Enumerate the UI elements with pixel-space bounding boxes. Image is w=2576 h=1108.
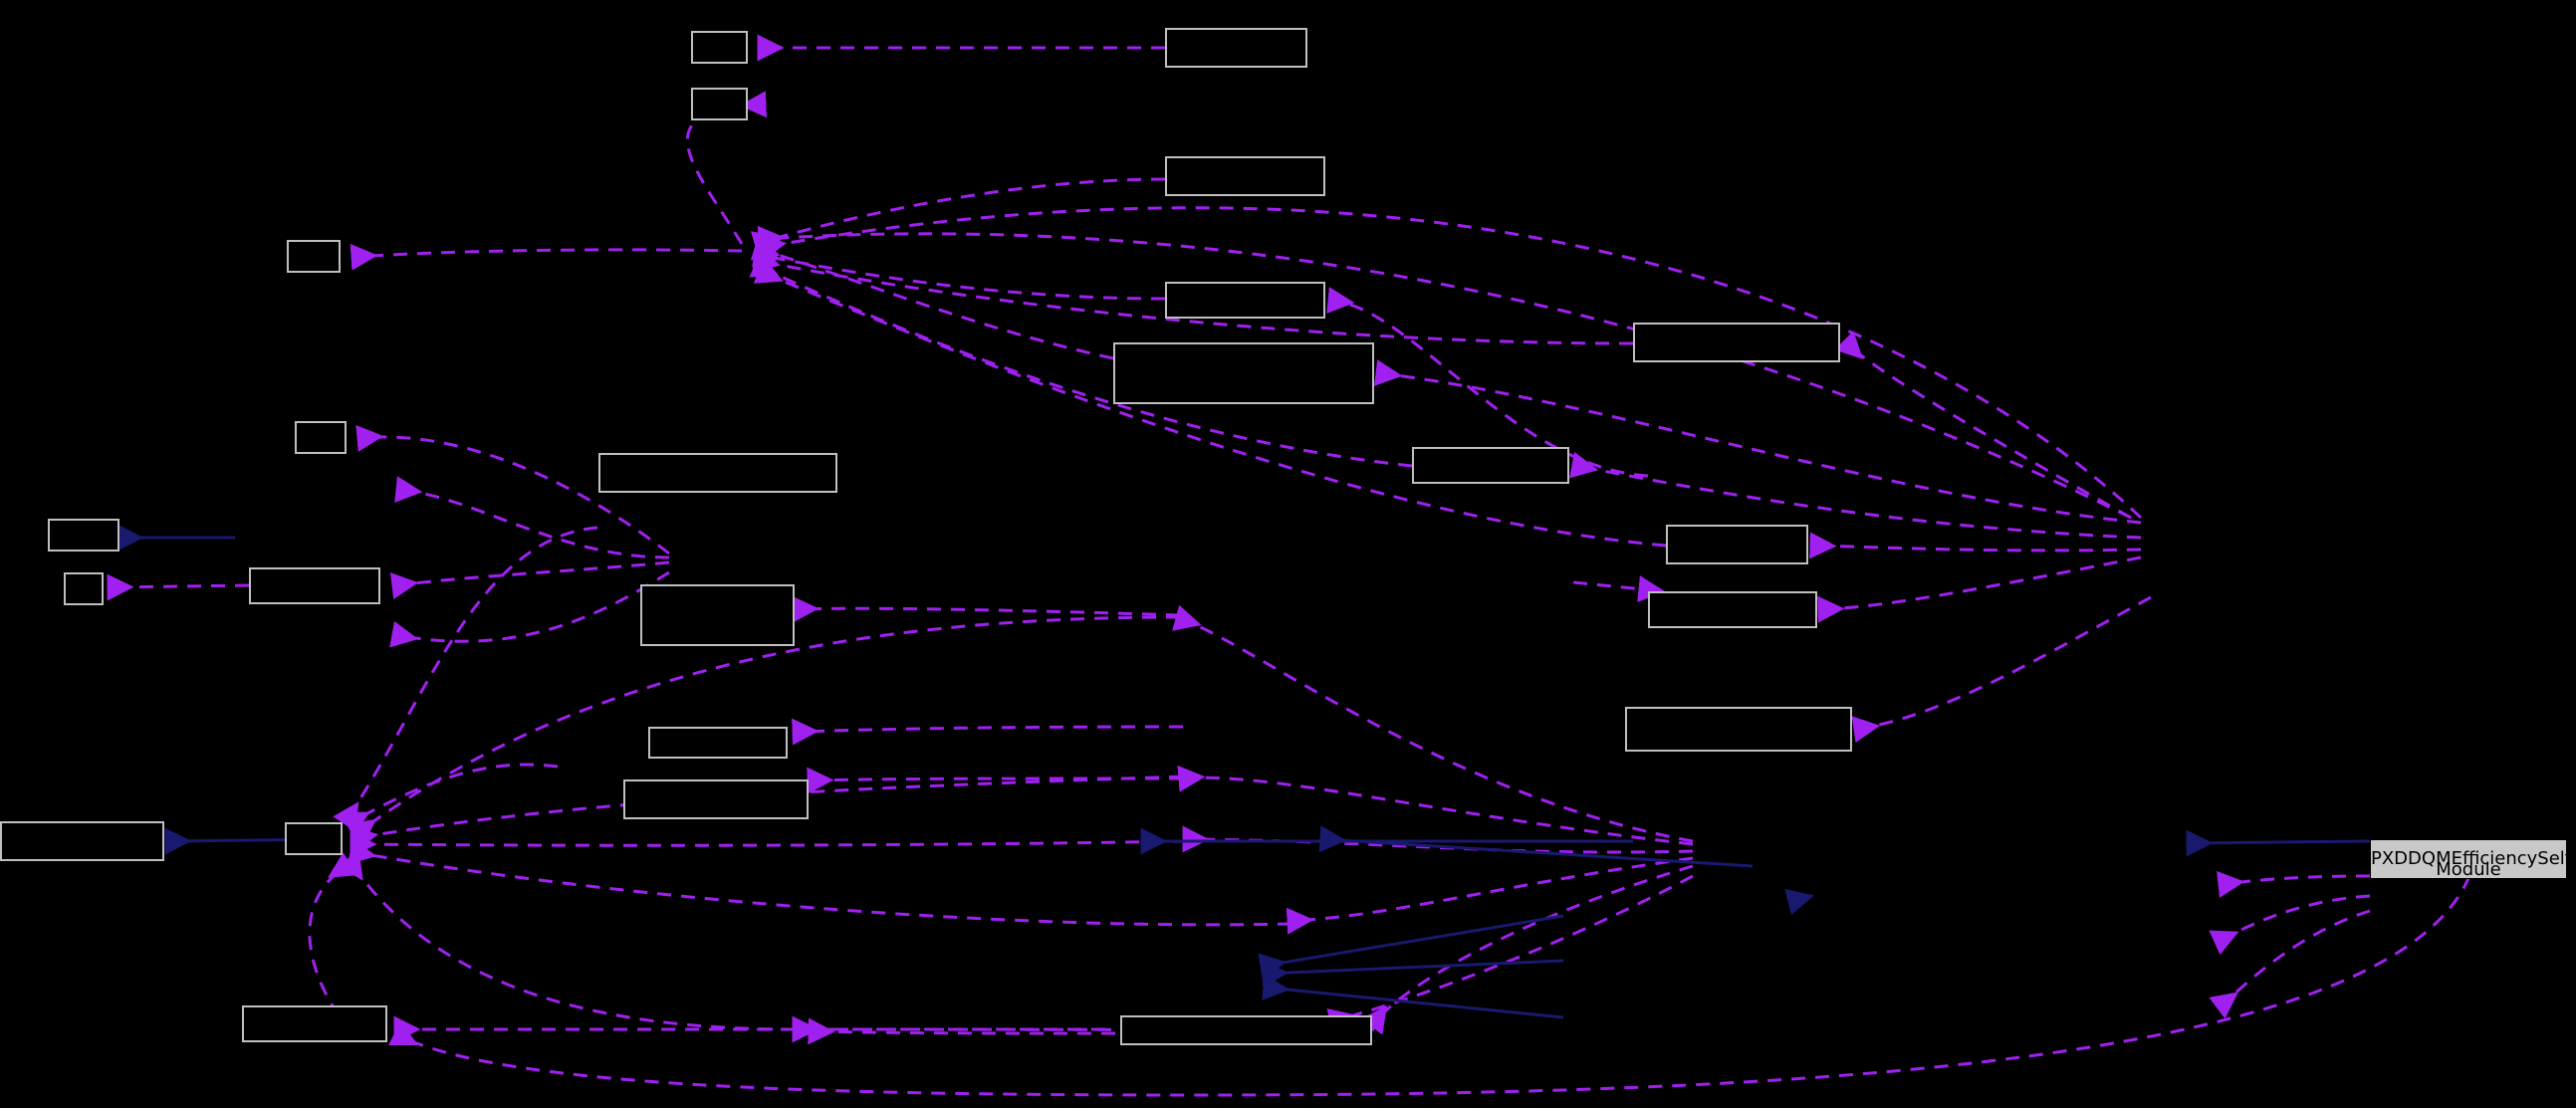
solid-edges: [117, 524, 2371, 1019]
graph-node[interactable]: [691, 88, 748, 120]
graph-node[interactable]: [48, 519, 119, 552]
graph-node[interactable]: [623, 779, 809, 819]
graph-node[interactable]: [1165, 156, 1325, 196]
graph-node[interactable]: [295, 421, 347, 454]
graph-node[interactable]: [1412, 447, 1569, 484]
graph-node[interactable]: [1625, 707, 1852, 752]
graph-node[interactable]: [1120, 1015, 1372, 1045]
graph-node[interactable]: [249, 567, 380, 604]
graph-node[interactable]: [1666, 525, 1808, 564]
graph-node[interactable]: [1113, 342, 1374, 404]
graph-node-target[interactable]: PXDDQMEfficiencySelftrack: [2370, 839, 2576, 879]
graph-node[interactable]: [64, 572, 104, 605]
graph-node[interactable]: [640, 584, 795, 646]
dashed-edges: [107, 34, 2471, 1097]
graph-node[interactable]: [1165, 282, 1325, 319]
graph-node[interactable]: [691, 31, 748, 64]
graph-node[interactable]: [242, 1005, 387, 1042]
graph-node[interactable]: [285, 822, 343, 855]
graph-node[interactable]: [1633, 323, 1840, 362]
graph-node-target-label: PXDDQMEfficiencySelftrack: [2371, 847, 2576, 869]
graph-node[interactable]: [648, 727, 788, 759]
graph-node[interactable]: [287, 240, 341, 273]
graph-node[interactable]: [598, 453, 837, 493]
dashed-edges-reverse: [1572, 575, 1666, 602]
graph-node[interactable]: [0, 821, 164, 861]
graph-node[interactable]: [1165, 28, 1307, 68]
graph-node[interactable]: [1648, 591, 1817, 628]
